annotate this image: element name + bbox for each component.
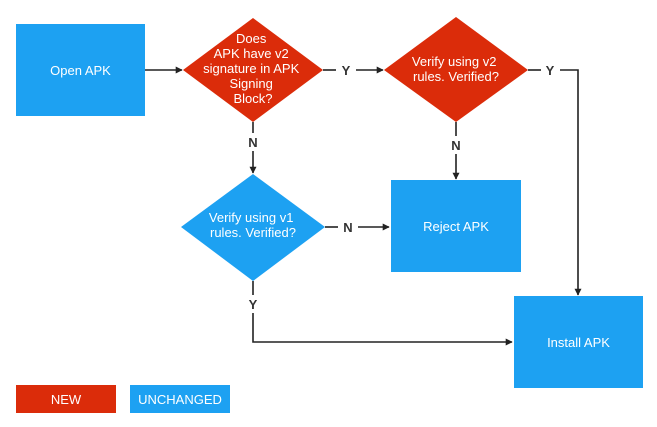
- reject-apk-label: Reject APK: [423, 219, 489, 234]
- legend-new-swatch: [16, 385, 116, 413]
- verify-v1-label: Verify using v1 rules. Verified?: [209, 210, 297, 240]
- edge-label-verify-v1-no: N: [343, 220, 352, 235]
- legend-new: NEW: [16, 385, 116, 413]
- edge-label-verify-v2-no: N: [451, 138, 460, 153]
- edge-label-verify-v2-yes: Y: [546, 63, 555, 78]
- open-apk-label: Open APK: [50, 63, 111, 78]
- verify-v2-label: Verify using v2 rules. Verified?: [412, 54, 500, 84]
- legend: NEW UNCHANGED: [16, 385, 230, 413]
- install-apk-box: [514, 296, 643, 388]
- has-v2-label: Does APK have v2 signature in APK Signin…: [203, 31, 303, 106]
- edge-verify-v1-yes-seg2: [252, 313, 513, 346]
- node-verify-v1-decision: Verify using v1 rules. Verified?: [181, 174, 325, 281]
- verify-v1-diamond: [181, 174, 325, 281]
- legend-unchanged: UNCHANGED: [130, 385, 230, 413]
- legend-new-label: NEW: [51, 392, 82, 407]
- edge-label-has-v2-yes: Y: [342, 63, 351, 78]
- verify-v2-diamond: [384, 17, 528, 122]
- has-v2-diamond: [183, 18, 323, 122]
- edge-label-verify-v1-yes: Y: [249, 297, 258, 312]
- legend-unchanged-label: UNCHANGED: [138, 392, 222, 407]
- legend-unchanged-swatch: [130, 385, 230, 413]
- node-open-apk: Open APK: [16, 24, 145, 116]
- node-verify-v2-decision: Verify using v2 rules. Verified?: [384, 17, 528, 122]
- node-has-v2-decision: Does APK have v2 signature in APK Signin…: [183, 18, 323, 122]
- reject-apk-box: [391, 180, 521, 272]
- node-reject-apk: Reject APK: [391, 180, 521, 272]
- node-install-apk: Install APK: [514, 296, 643, 388]
- open-apk-box: [16, 24, 145, 116]
- edge-label-has-v2-no: N: [248, 135, 257, 150]
- edge-verify-v2-yes-seg2: [560, 69, 582, 296]
- install-apk-label: Install APK: [547, 335, 610, 350]
